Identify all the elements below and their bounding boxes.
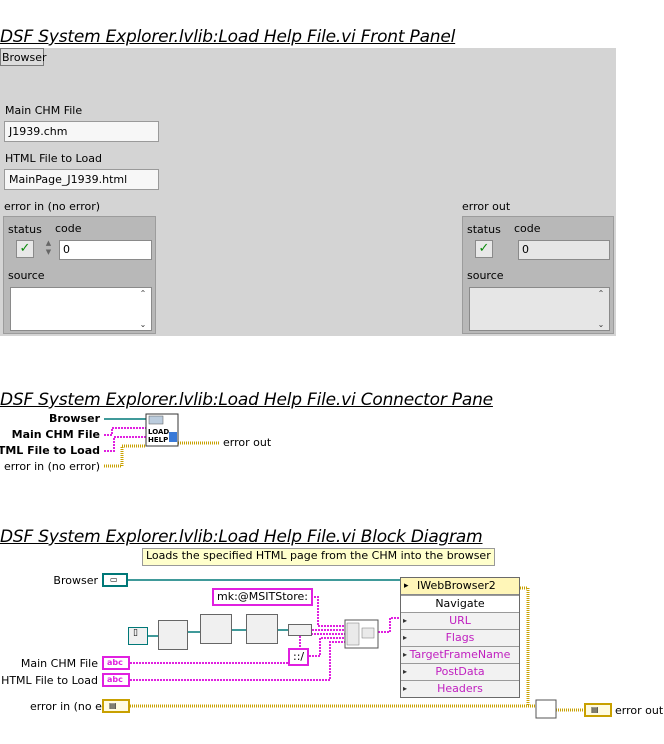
- bd-browser-terminal[interactable]: ▭: [102, 573, 128, 587]
- invoke-node-navigate[interactable]: ▸ IWebBrowser2 Navigate ▸URL ▸Flags ▸Tar…: [400, 577, 520, 698]
- connector-wires: LOAD HELP: [104, 413, 220, 468]
- error-out-label: error out: [462, 200, 511, 213]
- scroll-down-icon[interactable]: ⌄: [597, 320, 605, 329]
- main-chm-field[interactable]: J1939.chm: [4, 121, 159, 142]
- error-out-source-field: ⌃ ⌄: [469, 287, 610, 331]
- error-in-source-label: source: [8, 269, 45, 282]
- param-arrow-icon: ▸: [403, 650, 408, 659]
- browser-ref-icon: ▭: [110, 575, 118, 584]
- wire-error-in: [104, 444, 146, 468]
- block-diagram-wires: [128, 579, 584, 719]
- bd-main-chm-terminal[interactable]: abc: [102, 656, 130, 670]
- concat-output-icon: [361, 627, 375, 639]
- icon-text-line2: HELP: [148, 436, 168, 444]
- error-out-source-label: source: [467, 269, 504, 282]
- error-in-code-label: code: [55, 222, 82, 235]
- error-cluster-icon: ▤: [109, 701, 117, 710]
- strip-path-node-1[interactable]: [158, 620, 188, 650]
- connector-pane-title: DSF System Explorer.lvlib:Load Help File…: [0, 390, 493, 410]
- error-out-status-led: ✓: [475, 240, 493, 258]
- app-directory-node[interactable]: ▯: [128, 627, 148, 645]
- param-arrow-icon: ▸: [403, 684, 408, 693]
- html-file-label: HTML File to Load: [5, 152, 102, 165]
- error-in-code-spinner[interactable]: ▲▼: [44, 239, 53, 259]
- const-msit-prefix[interactable]: mk:@MSITStore:: [212, 588, 314, 606]
- param-arrow-icon: ▸: [403, 616, 408, 625]
- wire-html-file: [130, 641, 345, 681]
- cp-browser-label: Browser: [49, 412, 100, 425]
- param-headers[interactable]: ▸ Headers: [401, 680, 519, 697]
- error-out-status-label: status: [467, 223, 501, 236]
- wire-const-sep: [306, 637, 345, 657]
- error-out-cluster: status code ✓ 0 source ⌃ ⌄: [462, 216, 614, 334]
- merge-errors-node[interactable]: [535, 699, 557, 719]
- error-in-status-led[interactable]: ✓: [16, 240, 34, 258]
- browser-control[interactable]: Browser: [0, 48, 47, 66]
- concat-input-icon: [346, 622, 360, 646]
- bd-error-in-terminal[interactable]: ▤: [102, 699, 130, 713]
- diagram-comment: Loads the specified HTML page from the C…: [142, 548, 495, 566]
- param-arrow-icon: ▸: [403, 633, 408, 642]
- spin-up-icon: ▲: [45, 239, 52, 247]
- wire-error-node: [518, 586, 530, 706]
- bd-error-out-label: error out: [615, 704, 664, 717]
- param-flags-text: Flags: [445, 631, 475, 644]
- bd-error-out-terminal[interactable]: ▤: [584, 703, 612, 717]
- error-in-cluster: status code ✓ ▲▼ 0 source ⌃ ⌄: [3, 216, 156, 334]
- scroll-down-icon[interactable]: ⌄: [139, 320, 147, 329]
- param-flags[interactable]: ▸ Flags: [401, 629, 519, 646]
- front-panel-title: DSF System Explorer.lvlib:Load Help File…: [0, 27, 456, 47]
- bd-main-chm-label: Main CHM File: [20, 657, 98, 670]
- wire-main-chm: [104, 427, 146, 436]
- invoke-node-class: ▸ IWebBrowser2: [401, 578, 519, 595]
- check-icon: ✓: [19, 241, 31, 256]
- param-post-data[interactable]: ▸ PostData: [401, 663, 519, 680]
- browser-glyph-icon: [148, 415, 164, 425]
- strip-path-node-2[interactable]: [200, 614, 232, 644]
- param-headers-text: Headers: [437, 682, 483, 695]
- main-chm-label: Main CHM File: [5, 104, 83, 117]
- error-in-label: error in (no error): [4, 200, 101, 213]
- bd-html-file-terminal[interactable]: abc: [102, 673, 130, 687]
- check-icon: ✓: [478, 241, 490, 256]
- html-file-field[interactable]: MainPage_J1939.html: [4, 169, 159, 190]
- build-path-node[interactable]: [246, 614, 278, 644]
- spin-down-icon: ▼: [45, 248, 52, 256]
- cp-html-file-label: HTML File to Load: [0, 444, 100, 457]
- param-url-text: URL: [449, 614, 471, 627]
- folder-icon: ▯: [133, 628, 138, 638]
- scroll-up-icon[interactable]: ⌃: [597, 289, 605, 298]
- wire-html-file: [104, 436, 146, 452]
- error-out-code-label: code: [514, 222, 541, 235]
- cp-main-chm-label: Main CHM File: [11, 428, 100, 441]
- help-question-icon: [169, 432, 177, 442]
- error-out-code-field: 0: [518, 240, 610, 260]
- path-to-string-node[interactable]: [288, 624, 312, 636]
- const-separator[interactable]: ::/: [288, 648, 310, 666]
- error-in-status-label: status: [8, 223, 42, 236]
- param-target-frame[interactable]: ▸TargetFrameName: [401, 646, 519, 663]
- error-in-code-field[interactable]: 0: [59, 240, 152, 260]
- param-url[interactable]: ▸ URL: [401, 612, 519, 629]
- cp-error-out-label: error out: [223, 436, 272, 449]
- method-row[interactable]: Navigate: [401, 595, 519, 612]
- param-post-data-text: PostData: [435, 665, 485, 678]
- class-name-text: IWebBrowser2: [417, 579, 496, 592]
- ref-in-icon: ▸: [404, 581, 409, 591]
- bd-error-in-label: error in (no error): [29, 700, 126, 713]
- wire-url: [378, 617, 402, 633]
- error-in-source-field[interactable]: ⌃ ⌄: [10, 287, 152, 331]
- wire-const-prefix: [308, 596, 345, 627]
- icon-text-line1: LOAD: [148, 428, 169, 436]
- scroll-up-icon[interactable]: ⌃: [139, 289, 147, 298]
- bd-browser-label: Browser: [53, 574, 98, 587]
- param-arrow-icon: ▸: [403, 667, 408, 676]
- cp-error-in-label: error in (no error): [3, 460, 100, 473]
- bd-html-file-label: HTML File to Load: [1, 674, 98, 687]
- param-target-frame-text: TargetFrameName: [409, 648, 511, 661]
- block-diagram-title: DSF System Explorer.lvlib:Load Help File…: [0, 527, 483, 547]
- error-cluster-icon: ▤: [591, 705, 599, 714]
